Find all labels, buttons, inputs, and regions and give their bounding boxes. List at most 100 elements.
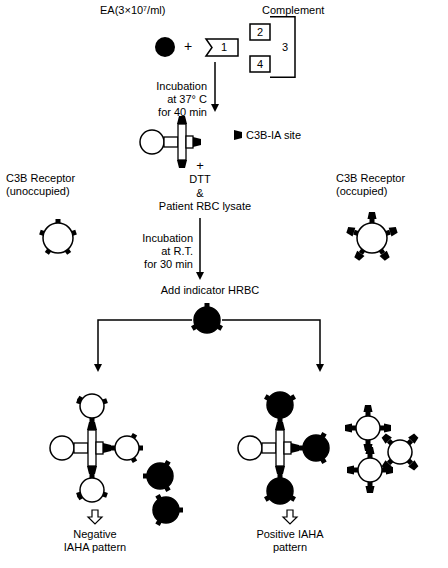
- c3b-receptor: [217, 324, 223, 330]
- indicator-hrbc: [191, 303, 223, 333]
- cell-membrane: [80, 478, 104, 502]
- sheep-erythrocyte: [140, 130, 164, 154]
- c3b-receptor: [155, 494, 161, 500]
- receptor-stalk: [299, 446, 303, 451]
- cell-membrane: [267, 478, 293, 504]
- receptor-stalk: [111, 446, 115, 451]
- c3b-fragment: [389, 226, 398, 237]
- sheep-erythrocyte: [50, 436, 74, 460]
- c3b-site-marker: [234, 130, 242, 140]
- c3b-fragment: [386, 466, 393, 475]
- c3b-site: [87, 466, 97, 474]
- patient-rbc-unoccupied: [39, 219, 77, 255]
- receptor-stalk: [264, 495, 270, 501]
- arrow-head: [211, 104, 219, 112]
- c3b-receptor: [290, 495, 296, 501]
- component-number: 4: [257, 58, 263, 71]
- c3b-receptor: [353, 247, 367, 261]
- c3b-receptor: [71, 230, 76, 236]
- c3b-receptor: [278, 418, 283, 422]
- cell-membrane: [194, 307, 220, 333]
- sheep-erythrocyte: [238, 436, 262, 460]
- receptor-stalk: [382, 468, 386, 473]
- component-shape: [270, 17, 295, 78]
- arrow-head: [316, 364, 324, 372]
- indicator-hrbc: [299, 432, 329, 464]
- receptor-stalk: [39, 230, 44, 236]
- c3b-receptor: [155, 520, 161, 526]
- c3b-receptor: [405, 457, 419, 471]
- complement-component: 3: [270, 16, 296, 78]
- c3b-receptor: [346, 226, 359, 238]
- receptor-stalk: [191, 324, 197, 330]
- receptor-stalk: [139, 446, 143, 451]
- antibody: [262, 443, 276, 453]
- flow-arrow: [211, 62, 219, 112]
- c3b-site: [193, 137, 201, 147]
- c3b-site: [291, 443, 299, 453]
- c3b-receptor: [366, 482, 375, 493]
- patient-rbc: [111, 433, 143, 463]
- cell-membrane: [80, 394, 104, 418]
- component-shape: [250, 24, 270, 40]
- receptor-stalk: [56, 219, 61, 223]
- component-number: 1: [221, 41, 227, 54]
- c3b-receptor: [131, 433, 137, 439]
- cell-membrane: [303, 435, 329, 461]
- step-note: Incubation: [156, 80, 207, 93]
- c3b-receptor: [320, 458, 326, 464]
- c3b-site: [87, 422, 97, 430]
- complement-component: [178, 124, 186, 160]
- arrow-shaft: [199, 218, 201, 274]
- c3b-fragment: [347, 466, 354, 475]
- patient-rbc-occupied: [347, 447, 393, 493]
- receptor-stalk: [368, 482, 373, 486]
- c3b-receptor: [345, 424, 356, 433]
- complement-component: [276, 430, 284, 466]
- c3b-receptor: [77, 396, 83, 402]
- c3b-receptor: [264, 394, 270, 400]
- cell-membrane: [147, 463, 173, 489]
- c3b-receptor: [56, 219, 61, 223]
- c3b-receptor: [191, 324, 197, 330]
- c3b-receptor: [90, 418, 95, 422]
- c3b-site: [103, 443, 111, 453]
- patient-rbc: [76, 474, 108, 502]
- c3b-fragment: [408, 460, 419, 471]
- c3b-receptor: [179, 508, 183, 513]
- receptor-stalk: [164, 486, 170, 492]
- receptor-stalk: [102, 492, 107, 498]
- c3b-fragment: [364, 405, 373, 412]
- plus-sign: +: [184, 38, 192, 54]
- c3b-receptor: [77, 494, 83, 500]
- cell-membrane: [357, 223, 387, 253]
- c3b-receptor: [131, 457, 137, 463]
- patient-rbc-occupied: [346, 212, 398, 262]
- c3b-receptor: [102, 492, 107, 498]
- receptor-stalk: [155, 520, 161, 526]
- reagent-label: DTT: [189, 173, 210, 186]
- receptor-stalk: [131, 433, 137, 439]
- cell-membrane: [43, 223, 73, 253]
- c3b-receptor: [366, 447, 375, 458]
- reagent-label: Patient RBC lysate: [159, 200, 251, 213]
- cell-membrane: [153, 497, 179, 523]
- part-label: C3B Receptor (occupied): [336, 172, 410, 198]
- receptor-stalk: [155, 494, 161, 500]
- c3b-site: [275, 466, 285, 474]
- c3b-fragment: [345, 424, 352, 433]
- c3b-fragment: [366, 486, 375, 493]
- c3b-receptor: [111, 446, 115, 451]
- c3b-receptor: [205, 303, 210, 307]
- c3b-fragment: [408, 433, 419, 444]
- receptor-stalk: [131, 457, 137, 463]
- step-note: at R.T.: [161, 245, 193, 258]
- patient-rbc-occupied: [345, 405, 391, 451]
- c3b-receptor: [45, 249, 51, 255]
- receptor-stalk: [320, 458, 326, 464]
- receptor-stalk: [90, 474, 95, 478]
- immune-complex: [238, 422, 299, 474]
- c3b-receptor: [164, 486, 170, 492]
- reagent-label: &: [196, 187, 203, 200]
